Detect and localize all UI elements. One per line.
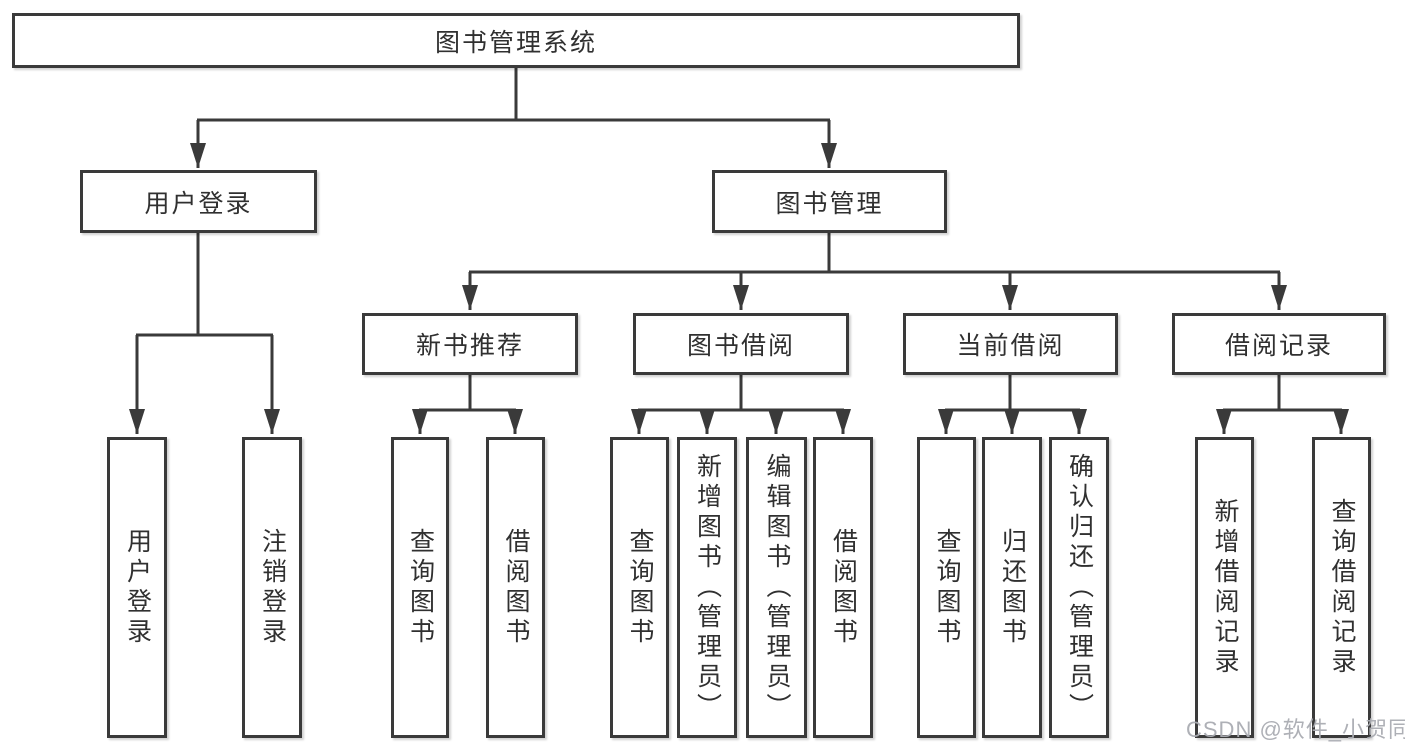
node-user-login: 用户登录 [80, 170, 317, 233]
leaf-records-query: 查询借阅记录 [1312, 437, 1371, 738]
leaf-borrowing-add-admin: 新增图书（管理员） [677, 437, 737, 738]
leaf-new-books-query: 查询图书 [391, 437, 449, 738]
node-book-management: 图书管理 [712, 170, 947, 233]
leaf-current-confirm-admin: 确认归还（管理员） [1049, 437, 1109, 738]
leaf-current-query: 查询图书 [917, 437, 976, 738]
leaf-current-return: 归还图书 [982, 437, 1042, 738]
csdn-watermark: CSDN @软件_小贺同学 [1186, 717, 1405, 742]
node-root: 图书管理系统 [12, 13, 1020, 68]
leaf-new-books-borrow: 借阅图书 [486, 437, 545, 738]
leaf-logout-login: 注销登录 [242, 437, 302, 738]
node-borrowing-records: 借阅记录 [1172, 313, 1386, 375]
leaf-borrowing-borrow: 借阅图书 [813, 437, 873, 738]
leaf-records-add: 新增借阅记录 [1195, 437, 1254, 738]
node-book-borrowing: 图书借阅 [633, 313, 849, 375]
leaf-borrowing-edit-admin: 编辑图书（管理员） [746, 437, 807, 738]
leaf-user-login: 用户登录 [107, 437, 167, 738]
leaf-borrowing-query: 查询图书 [610, 437, 669, 738]
node-current-borrowing: 当前借阅 [903, 313, 1118, 375]
node-new-books: 新书推荐 [362, 313, 578, 375]
